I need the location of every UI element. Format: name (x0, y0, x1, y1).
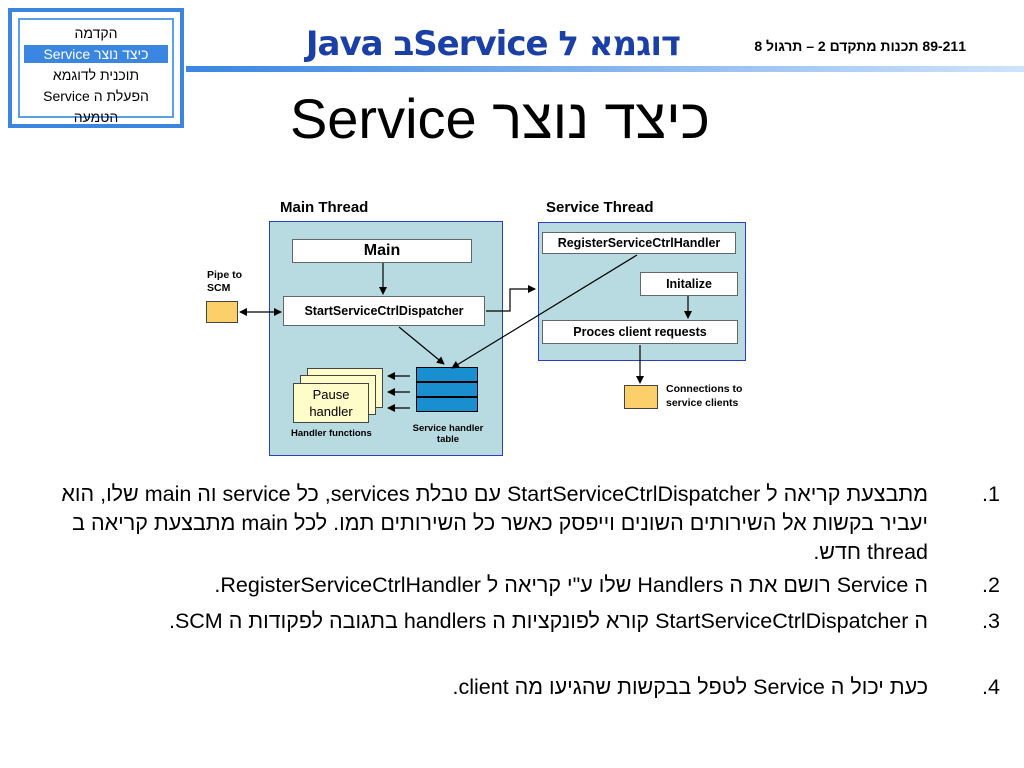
service-thread-label: Service Thread (546, 199, 654, 216)
handler-table-row (416, 382, 478, 397)
dispatcher-box: StartServiceCtrlDispatcher (283, 296, 485, 326)
process-requests-box: Proces client requests (542, 320, 738, 344)
arrow-register-to-table (451, 254, 638, 369)
list-item: 4. כעת יכול ה Service לטפל בבקשות שהגיעו… (30, 673, 1000, 702)
pipe-label: Pipe to SCM (207, 269, 243, 294)
list-item: 1. מתבצעת קריאה ל StartServiceCtrlDispat… (30, 480, 1000, 567)
navigation-panel: הקדמה כיצד נוצר Service תוכנית לדוגמא הפ… (8, 8, 184, 128)
nav-item-example-program[interactable]: תוכנית לדוגמא (52, 67, 140, 83)
handler-table-row (416, 367, 478, 382)
main-box: Main (292, 239, 472, 263)
list-item-number: 1. (982, 482, 1000, 506)
service-handler-table-label: Service handler table (412, 423, 484, 445)
pipe-to-scm (206, 301, 238, 323)
navigation-list: הקדמה כיצד נוצר Service תוכנית לדוגמא הפ… (18, 18, 174, 125)
list-item-text: ה StartServiceCtrlDispatcher קורא לפונקצ… (168, 609, 928, 633)
list-item: 2. ה Service רושם את ה Handlers שלו ע"י … (30, 571, 1000, 600)
main-thread-label: Main Thread (280, 199, 369, 216)
connections-box (624, 385, 658, 409)
list-item-text: ה Service רושם את ה Handlers שלו ע"י קרי… (214, 573, 928, 597)
list-item-text: כעת יכול ה Service לטפל בבקשות שהגיעו מה… (452, 675, 928, 699)
connections-label: Connections to service clients (666, 383, 743, 409)
list-item-text: מתבצעת קריאה ל StartServiceCtrlDispatche… (61, 482, 928, 564)
nav-item-deployment[interactable]: הטמעה (73, 109, 119, 125)
arrow-dispatcher-to-service-thread (486, 285, 536, 312)
list-item-number: 2. (982, 573, 1000, 597)
nav-item-running-service[interactable]: הפעלת ה Service (43, 88, 149, 104)
nav-item-how-service-created[interactable]: כיצד נוצר Service (24, 45, 168, 63)
list-item: 3. ה StartServiceCtrlDispatcher קורא לפו… (30, 607, 1000, 636)
nav-item-intro[interactable]: הקדמה (74, 25, 118, 41)
page-title: כיצד נוצר Service (289, 87, 711, 150)
header-divider (186, 66, 1024, 72)
course-info: 89-211 תכנות מתקדם 2 – תרגול 8 (754, 38, 966, 54)
list-item-number: 3. (982, 609, 1000, 633)
handler-functions-label: Handler functions (291, 428, 372, 439)
arrow-dispatcher-to-table (398, 326, 445, 365)
list-item-number: 4. (982, 675, 1000, 699)
handler-table-row (416, 397, 478, 412)
header-title: דוגמא ל Serviceב Java (305, 24, 681, 64)
initialize-box: Initalize (640, 272, 738, 296)
pause-handler-card: Pause handler (293, 383, 369, 423)
register-handler-box: RegisterServiceCtrlHandler (542, 232, 736, 254)
